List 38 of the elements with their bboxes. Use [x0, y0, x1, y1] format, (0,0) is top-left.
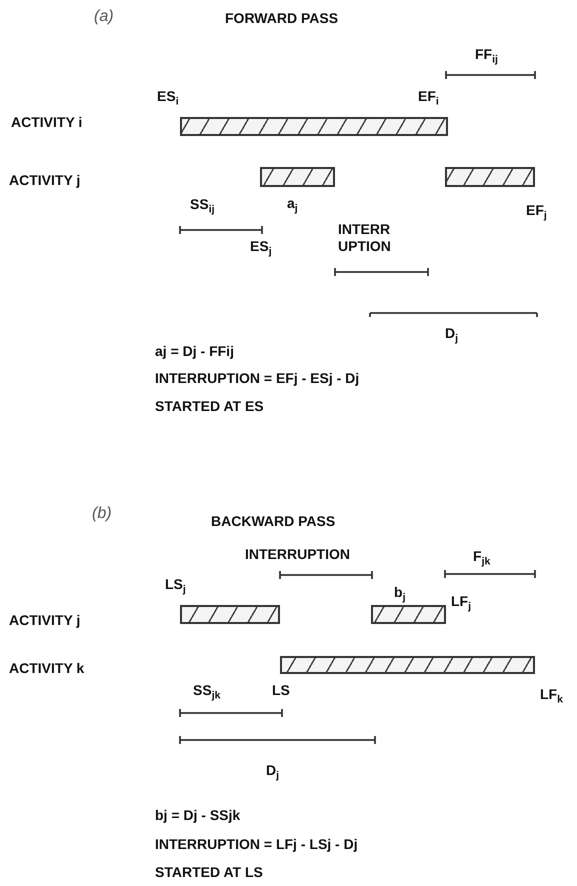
label: D$_{j}$	[445, 325, 458, 345]
label: ACTIVITY i	[11, 114, 82, 130]
label: LS	[272, 682, 290, 698]
label: ACTIVITY j	[9, 612, 80, 628]
label: ES$_{j}$	[250, 238, 272, 258]
label: SS$_{ij}$	[190, 196, 215, 216]
hatched-bar	[445, 167, 535, 187]
label: aj = Dj - FFij	[155, 343, 234, 359]
label: LF$_{k}$	[540, 686, 563, 706]
panel-label: (a)	[94, 8, 114, 26]
label: b$_{j}$	[394, 584, 406, 604]
hatched-bar	[180, 117, 448, 136]
label: a$_{j}$	[287, 195, 298, 215]
label: INTERRUPTION = EFj - ESj - Dj	[155, 370, 360, 386]
label: SS$_{jk}$	[193, 682, 220, 702]
label: F$_{jk}$	[473, 548, 490, 568]
label: bj = Dj - SSjk	[155, 807, 240, 823]
hatched-bar	[180, 605, 280, 624]
label: LS$_{j}$	[165, 576, 186, 596]
label: INTERRUPTION = LFj - LSj - Dj	[155, 836, 358, 852]
hatched-bar	[260, 167, 335, 187]
label: BACKWARD PASS	[211, 513, 336, 529]
label: FF$_{ij}$	[475, 46, 498, 66]
label: ACTIVITY k	[9, 660, 84, 676]
hatched-bar	[371, 605, 446, 624]
hatched-bar	[280, 656, 535, 674]
panel-label: (b)	[92, 505, 112, 523]
label: INTERR UPTION	[338, 221, 392, 255]
label: ACTIVITY j	[9, 172, 80, 188]
label: EF$_{j}$	[526, 202, 547, 222]
label: LF$_{j}$	[451, 593, 472, 613]
label: D$_{j}$	[266, 762, 280, 782]
label: STARTED AT ES	[155, 398, 264, 414]
label: FORWARD PASS	[225, 10, 338, 26]
label: INTERRUPTION	[245, 546, 350, 562]
label: ES$_{i}$	[157, 88, 179, 108]
label: STARTED AT LS	[155, 864, 263, 880]
label: EF$_{i}$	[418, 88, 439, 108]
